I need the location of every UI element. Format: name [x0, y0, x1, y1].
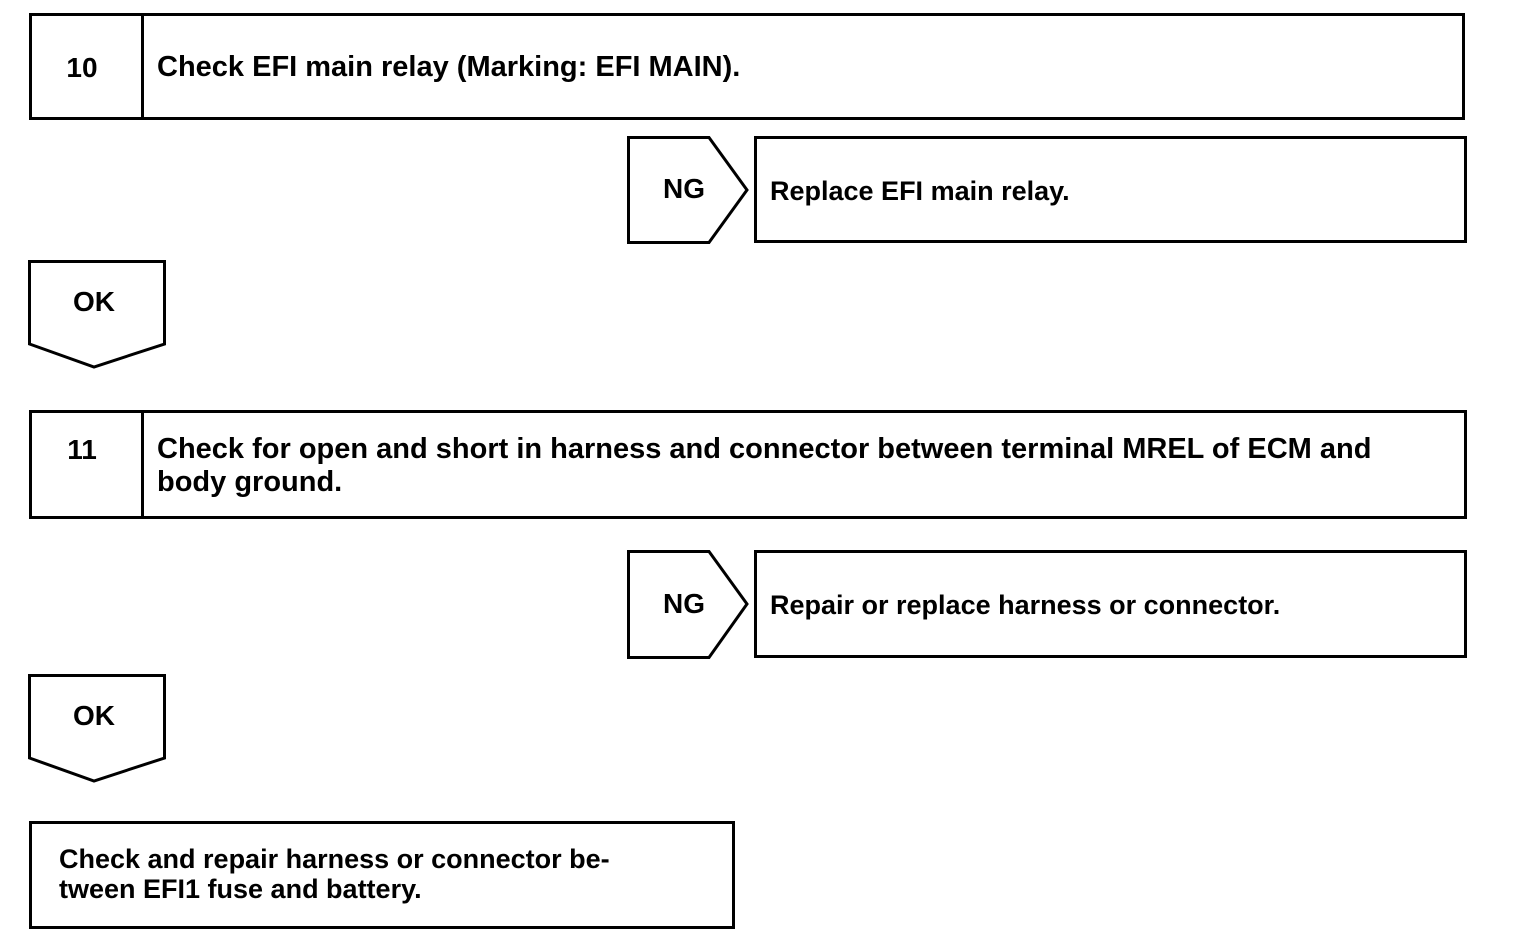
- step-10-number: 10: [66, 52, 98, 83]
- step-10-number-cell: 10: [32, 16, 144, 117]
- step-11-number: 11: [67, 434, 97, 465]
- step-11-ng-arrow: [627, 550, 749, 659]
- step-11-ok-arrow: [28, 674, 166, 783]
- step-10-ng-arrow: [627, 136, 749, 244]
- step-10-ng-label: NG: [663, 173, 705, 204]
- step-11-text: Check for open and short in harness and …: [157, 433, 1372, 498]
- step-11-ng-action-box: Repair or replace harness or connector.: [754, 550, 1467, 658]
- step-10-text: Check EFI main relay (Marking: EFI MAIN)…: [157, 51, 741, 83]
- step-10-ng-action-box: Replace EFI main relay.: [754, 136, 1467, 243]
- step-10-ng-action-text: Replace EFI main relay.: [770, 176, 1070, 206]
- step-10-box: 10 Check EFI main relay (Marking: EFI MA…: [29, 13, 1465, 120]
- step-11-box: 11 Check for open and short in harness a…: [29, 410, 1467, 519]
- final-action-box: Check and repair harness or connector be…: [29, 821, 735, 929]
- step-11-number-cell: 11: [32, 413, 144, 516]
- step-10-ok-label: OK: [73, 286, 115, 317]
- final-action-text: Check and repair harness or connector be…: [59, 844, 610, 904]
- step-10-ok-arrow: [28, 260, 166, 369]
- step-11-ng-action-text: Repair or replace harness or connector.: [770, 590, 1281, 620]
- step-11-ng-label: NG: [663, 588, 705, 619]
- step-11-ok-label: OK: [73, 700, 115, 731]
